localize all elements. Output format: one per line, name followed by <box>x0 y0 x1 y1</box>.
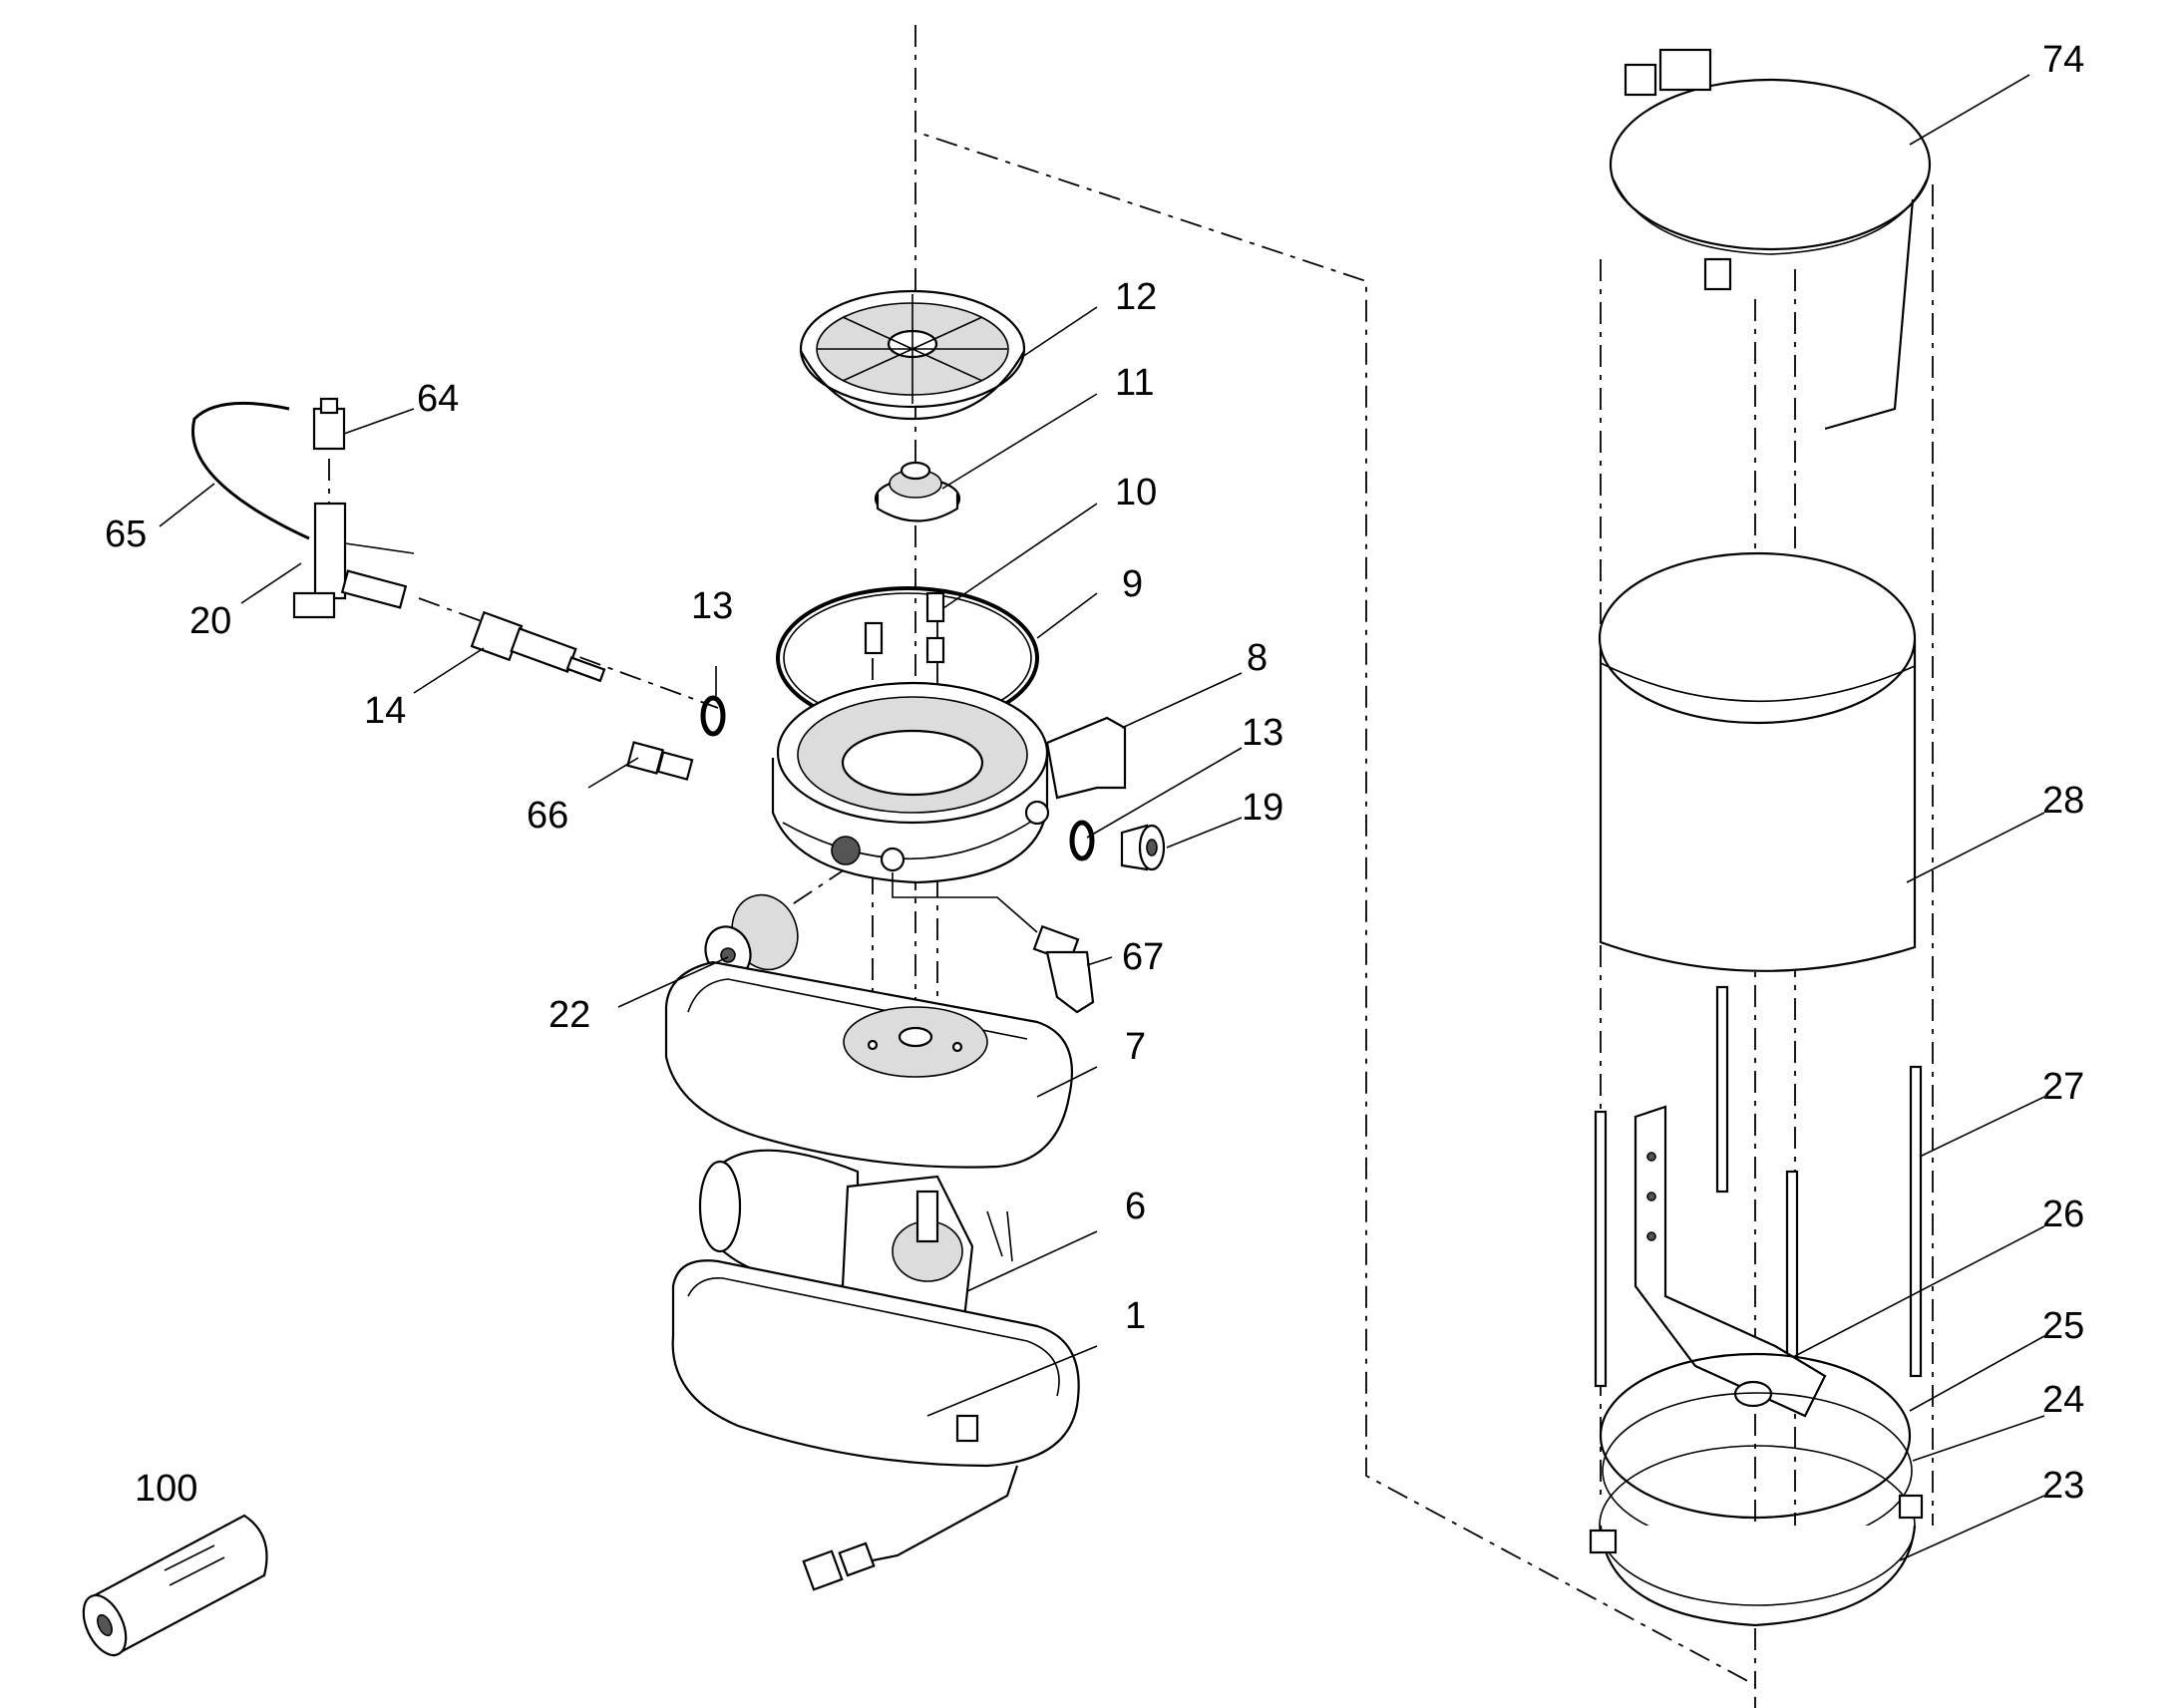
callout-25: 25 <box>2042 1305 2084 1347</box>
callout-1: 1 <box>1125 1295 1146 1337</box>
assembly-boundary <box>914 25 1756 1708</box>
callout-10: 10 <box>1115 472 1157 513</box>
callout-23: 23 <box>2042 1465 2084 1507</box>
callout-74: 74 <box>2042 39 2084 81</box>
part-13b-ring <box>1069 820 1095 861</box>
callout-labels: 12 11 10 9 8 13 13 19 67 7 6 1 22 66 14 … <box>105 39 2084 1510</box>
part-14-heater-plug <box>470 610 606 683</box>
callout-66: 66 <box>527 795 568 837</box>
callout-100: 100 <box>135 1468 197 1510</box>
callout-67: 67 <box>1122 936 1164 978</box>
callout-27: 27 <box>2042 1066 2084 1108</box>
part-19-plug <box>1120 824 1166 871</box>
callout-11: 11 <box>1115 362 1154 404</box>
callout-26: 26 <box>2042 1194 2084 1235</box>
callout-7: 7 <box>1125 1026 1146 1068</box>
leader-lines <box>159 74 2045 1561</box>
part-10-screws <box>864 591 945 664</box>
part-11-bushing <box>874 461 961 522</box>
callout-19: 19 <box>1242 787 1283 829</box>
part-67-wire <box>892 872 1038 933</box>
callout-12: 12 <box>1115 276 1157 318</box>
part-8-housing <box>771 681 1127 884</box>
callout-24: 24 <box>2042 1379 2084 1421</box>
part-100-cartridge <box>82 1514 268 1657</box>
part-66-fitting <box>626 741 694 781</box>
part-13a-ring <box>700 695 726 737</box>
callout-64: 64 <box>417 378 459 420</box>
part-74-lid <box>1609 48 1932 431</box>
part-23-base <box>1589 1445 1924 1627</box>
part-64-valve <box>312 397 346 451</box>
part-24-gasket <box>1602 1392 1913 1549</box>
callout-6: 6 <box>1125 1186 1146 1227</box>
part-12-filter-disc <box>799 289 1026 421</box>
callout-22: 22 <box>548 994 590 1036</box>
callout-20: 20 <box>189 600 231 642</box>
callout-65: 65 <box>105 513 147 555</box>
part-65-hose <box>191 401 310 540</box>
callout-13-left: 13 <box>691 585 733 627</box>
part-27-rods <box>1594 985 1923 1408</box>
part-67-sensor <box>1032 924 1095 1014</box>
callout-28: 28 <box>2042 780 2084 822</box>
part-1-base-tray <box>671 1259 1080 1591</box>
part-7-cover <box>664 960 1073 1169</box>
part-20-tee-fitting <box>292 502 415 619</box>
part-28-tank <box>1598 551 1917 972</box>
callout-14: 14 <box>364 690 406 732</box>
callout-8: 8 <box>1247 637 1268 679</box>
callout-9: 9 <box>1122 563 1143 605</box>
part-25-ring <box>1599 1352 1912 1520</box>
callout-13-right: 13 <box>1242 712 1283 754</box>
